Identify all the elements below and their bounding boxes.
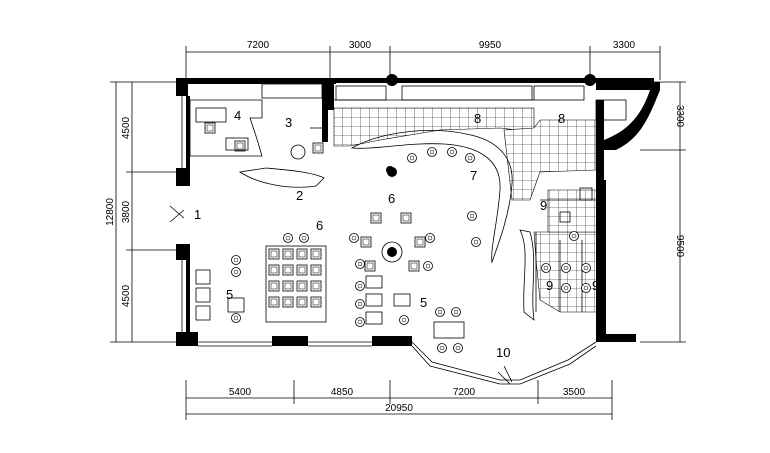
room-label-8-left: 8	[474, 111, 481, 126]
dim-right-2: 9500	[674, 235, 685, 258]
room-label-4: 4	[234, 108, 241, 123]
room-label-3: 3	[285, 115, 292, 130]
dim-bottom-3: 7200	[453, 387, 476, 398]
dim-bottom-1: 5400	[229, 387, 252, 398]
room-label-7: 7	[470, 168, 477, 183]
dim-left-3: 4500	[121, 284, 132, 307]
tiled-floors	[333, 107, 605, 313]
dim-top-1: 7200	[247, 40, 270, 51]
dimension-lines	[110, 46, 686, 420]
dim-left-2: 3800	[121, 200, 132, 223]
dim-bottom-total: 20950	[385, 403, 413, 414]
room-label-8-right: 8	[558, 111, 565, 126]
room-label-2: 2	[296, 188, 303, 203]
dim-bottom-2: 4850	[331, 387, 354, 398]
room-label-9-top: 9	[540, 198, 547, 213]
dim-top-4: 3300	[613, 40, 636, 51]
dim-top-2: 3000	[349, 40, 372, 51]
dim-left-total: 12800	[105, 198, 116, 226]
dim-right-1: 3300	[674, 105, 685, 128]
room-label-1: 1	[194, 207, 201, 222]
room-label-6-left: 6	[316, 218, 323, 233]
dim-top-3: 9950	[479, 40, 502, 51]
room-label-9-left: 9	[546, 278, 553, 293]
room-label-10: 10	[496, 345, 510, 360]
furniture	[195, 107, 593, 353]
room-label-5-right: 5	[420, 295, 427, 310]
room-labels: 1 2 3 4 5 5 6 6 7 8 8 9 9 9 10	[194, 108, 599, 360]
room-label-6-right: 6	[388, 191, 395, 206]
dimension-labels: 7200 3000 9950 3300 5400 4850 7200 3500 …	[105, 40, 685, 414]
dim-left-1: 4500	[121, 116, 132, 139]
interiors	[169, 83, 627, 385]
room-label-5-left: 5	[226, 287, 233, 302]
dim-bottom-4: 3500	[563, 387, 586, 398]
room-label-9-right: 9	[592, 278, 599, 293]
